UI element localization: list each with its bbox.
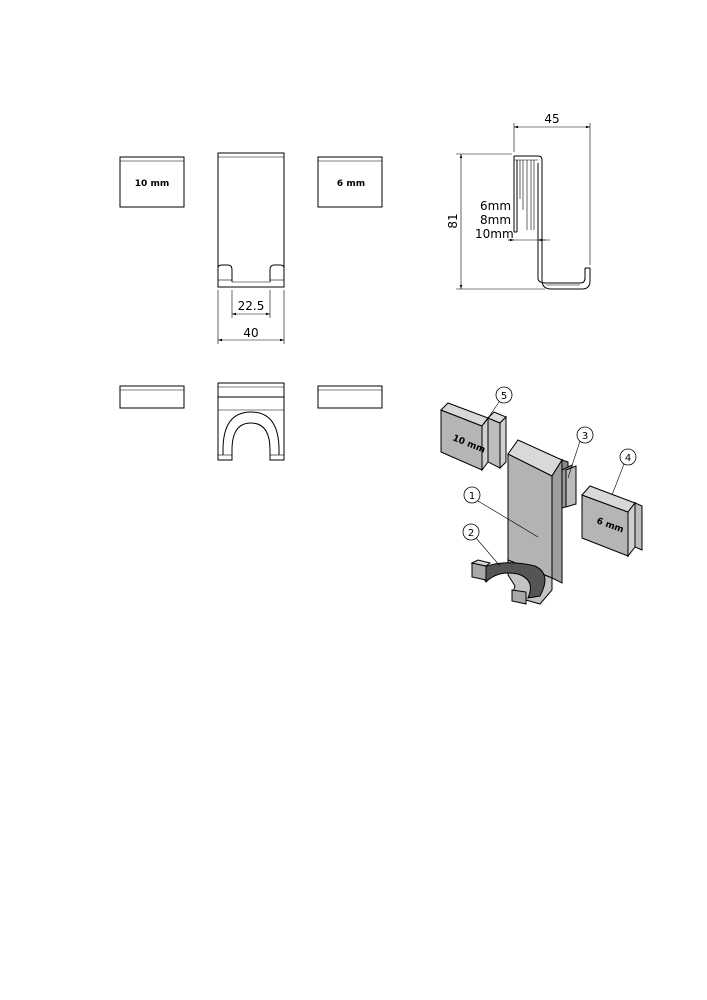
- dim-label-81: 81: [446, 213, 460, 228]
- callout-5: 5: [483, 386, 513, 425]
- thickness-label-6mm: 6mm: [480, 199, 511, 213]
- iso-part-3-insert: [561, 464, 577, 509]
- thickness-label-8mm: 8mm: [480, 213, 511, 227]
- callout-1: 1: [463, 486, 539, 538]
- thickness-callouts: 6mm 8mm 10mm: [475, 199, 550, 242]
- dim-label-45: 45: [544, 112, 559, 126]
- top-view-10mm-block: [119, 385, 185, 409]
- top-view-hook: [217, 382, 285, 461]
- dim-label-22-5: 22.5: [238, 299, 265, 313]
- callout-4: 4: [611, 448, 637, 496]
- side-view-hook: [513, 155, 591, 290]
- thickness-label-10mm: 10mm: [475, 227, 514, 241]
- dimension-40: 40: [217, 290, 285, 344]
- callout-2: 2: [462, 523, 501, 567]
- svg-text:2: 2: [468, 528, 474, 539]
- svg-text:5: 5: [501, 391, 507, 402]
- svg-text:3: 3: [582, 431, 588, 442]
- front-view-hook: [217, 152, 285, 288]
- dimension-45: 45: [513, 112, 591, 265]
- svg-text:1: 1: [469, 491, 475, 502]
- top-view-6mm-block: [317, 385, 383, 409]
- dimension-81: 81: [446, 153, 545, 290]
- dim-label-40: 40: [243, 326, 258, 340]
- iso-part-5-10mm-block: 10 mm: [440, 402, 507, 472]
- block-label-10mm: 10 mm: [135, 179, 169, 189]
- iso-part-2-foot-pad: [470, 559, 546, 605]
- front-view-10mm-block: 10 mm: [119, 156, 185, 208]
- dimension-22-5: 22.5: [231, 290, 271, 318]
- iso-part-4-6mm-block: 6 mm: [581, 485, 643, 558]
- block-label-6mm: 6 mm: [337, 179, 365, 189]
- svg-text:4: 4: [625, 453, 631, 464]
- callout-3: 3: [567, 426, 594, 479]
- front-view-6mm-block: 6 mm: [317, 156, 383, 208]
